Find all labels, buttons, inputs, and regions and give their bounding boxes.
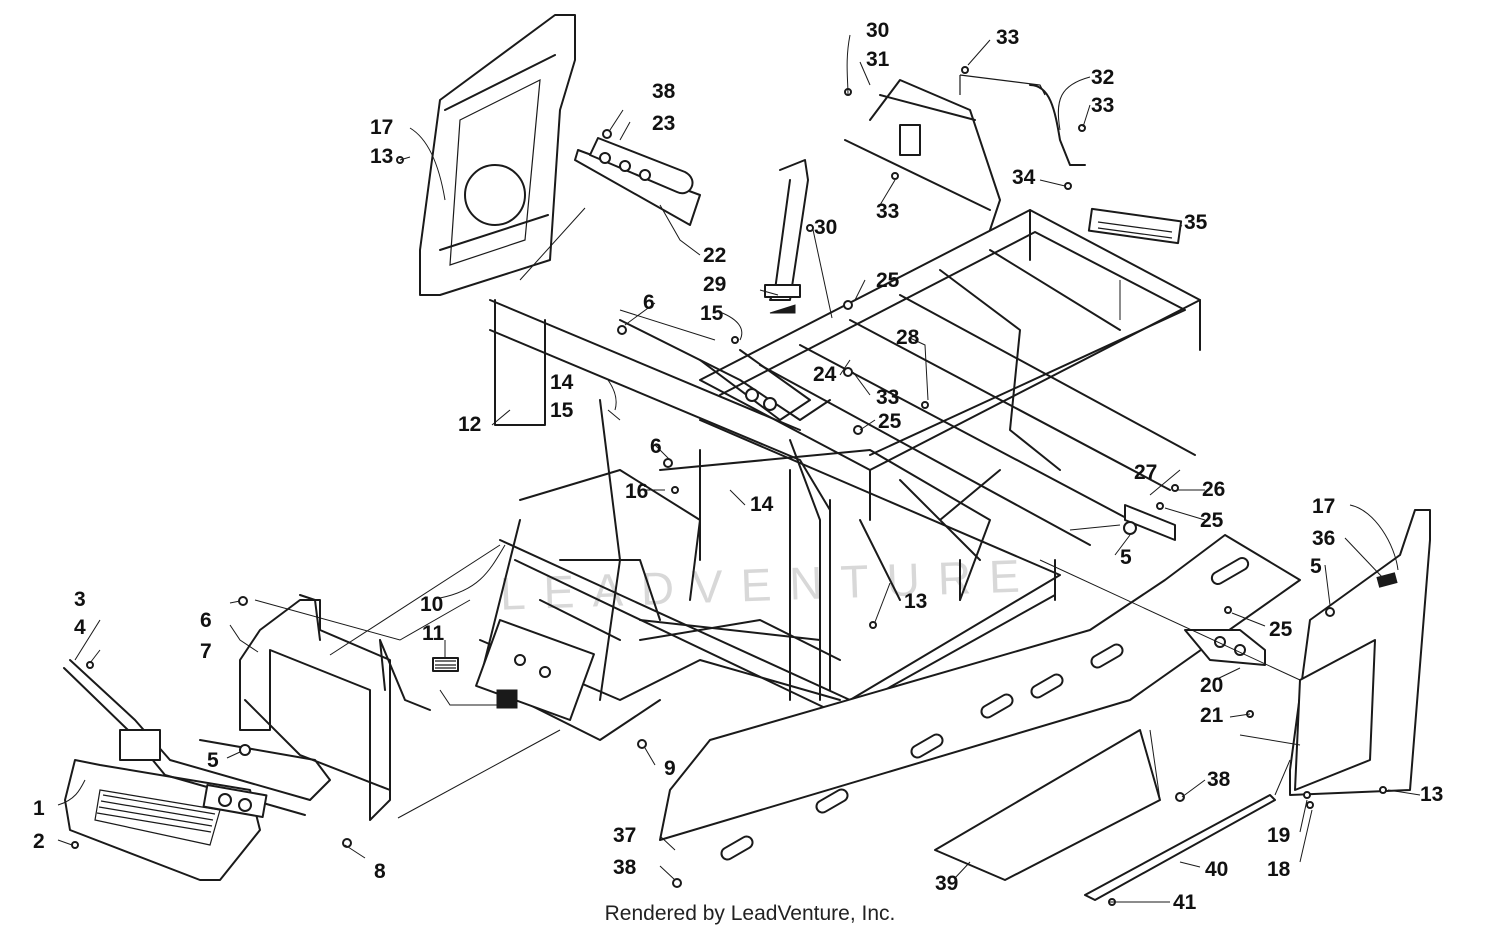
callout-9: 9: [664, 757, 676, 780]
callout-12: 12: [458, 413, 481, 436]
callout-20: 20: [1200, 674, 1223, 697]
callout-15a: 15: [700, 302, 724, 325]
callout-7: 7: [200, 640, 212, 663]
brush-guard: [63, 659, 331, 819]
callout-32: 32: [1091, 66, 1114, 89]
callout-5b: 5: [1120, 546, 1132, 569]
callout-14b: 14: [750, 493, 774, 516]
right-rops-panel: [1289, 509, 1431, 796]
skid-plate-main: [659, 534, 1301, 861]
callout-22: 22: [703, 244, 726, 267]
callout-15b: 15: [550, 399, 574, 422]
callout-17b: 17: [1312, 495, 1335, 518]
footer-credit: Rendered by LeadVenture, Inc.: [604, 902, 896, 925]
callout-6a: 6: [200, 609, 212, 632]
heat-shield: [574, 137, 701, 226]
callout-23: 23: [652, 112, 675, 135]
callout-10: 10: [420, 593, 443, 616]
left-rops-panel: [419, 14, 576, 296]
main-frame-assembly: [475, 209, 1201, 741]
front-mount-bracket: [239, 594, 431, 821]
callout-25d: 25: [1269, 618, 1293, 641]
callout-19: 19: [1267, 824, 1290, 847]
skid-rail: [1084, 794, 1276, 901]
callout-31: 31: [866, 48, 890, 71]
callout-33b: 33: [1091, 94, 1114, 117]
callout-27: 27: [1134, 461, 1157, 484]
callout-5a: 5: [207, 749, 219, 772]
bracket-20: [1184, 629, 1266, 666]
callout-6c: 6: [650, 435, 662, 458]
callout-24: 24: [813, 363, 837, 386]
callout-39: 39: [935, 872, 958, 895]
callout-13c: 13: [1420, 783, 1443, 806]
callout-40: 40: [1205, 858, 1228, 881]
callout-6b: 6: [643, 291, 655, 314]
callout-33a: 33: [996, 26, 1019, 49]
leader-lines: [57, 34, 1421, 903]
callout-34: 34: [1012, 166, 1036, 189]
callout-25b: 25: [878, 410, 902, 433]
bracket-27: [1124, 504, 1176, 541]
callout-36: 36: [1312, 527, 1335, 550]
callout-25a: 25: [876, 269, 900, 292]
callout-35: 35: [1184, 211, 1208, 234]
callout-8: 8: [374, 860, 386, 883]
callout-18: 18: [1267, 858, 1291, 881]
callout-1: 1: [33, 797, 45, 820]
callout-14a: 14: [550, 371, 574, 394]
callout-17a: 17: [370, 116, 393, 139]
callout-28: 28: [896, 326, 920, 349]
callout-38c: 38: [1207, 768, 1231, 791]
callout-29: 29: [703, 273, 726, 296]
seat-support-bracket: [764, 159, 809, 314]
callout-3: 3: [74, 588, 86, 611]
fasteners: [71, 66, 1387, 906]
rear-rops-bar: [844, 74, 1086, 231]
callout-38a: 38: [652, 80, 676, 103]
callout-4: 4: [74, 616, 86, 639]
callout-38b: 38: [613, 856, 637, 879]
callout-11: 11: [422, 622, 445, 645]
callout-41: 41: [1173, 891, 1197, 914]
callout-30b: 30: [814, 216, 837, 239]
callout-16: 16: [625, 480, 648, 503]
callout-26: 26: [1202, 478, 1225, 501]
callout-5c: 5: [1310, 555, 1322, 578]
callout-2: 2: [33, 830, 45, 853]
callouts: 1 2 3 4 5 5 5 6 6 6 7 8 9 10 11 12 13 13…: [33, 19, 1443, 914]
decal-35: [1087, 207, 1183, 245]
callout-13b: 13: [904, 590, 927, 613]
plate-11: [432, 657, 459, 672]
skid-plate-side: [934, 729, 1161, 881]
callout-33d: 33: [876, 386, 899, 409]
callout-33c: 33: [876, 200, 899, 223]
callout-25c: 25: [1200, 509, 1224, 532]
callout-13a: 13: [370, 145, 393, 168]
callout-21: 21: [1200, 704, 1224, 727]
callout-37: 37: [613, 824, 636, 847]
callout-30a: 30: [866, 19, 889, 42]
